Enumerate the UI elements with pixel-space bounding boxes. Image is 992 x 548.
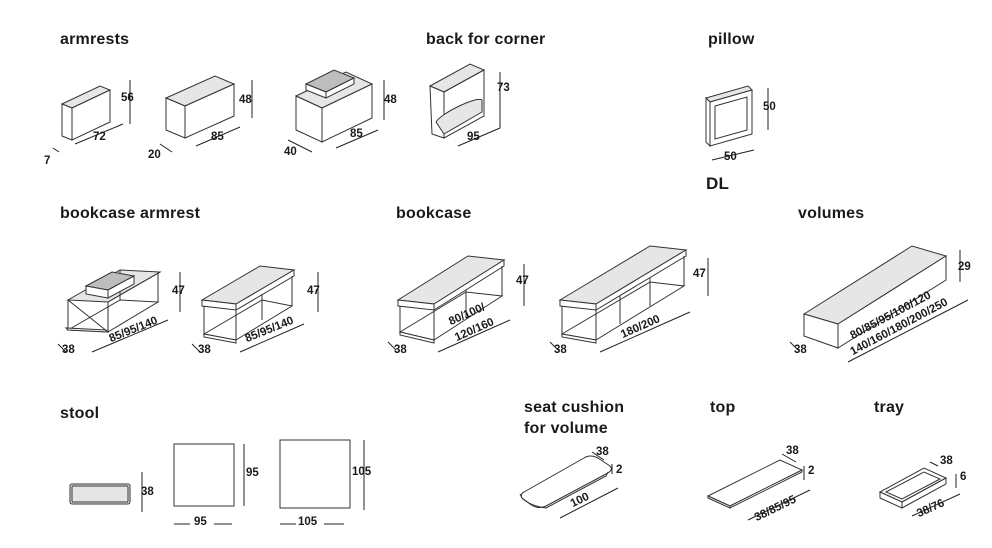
dim-stool3-width: 105 [298,516,318,528]
volumes-drawing [789,245,969,363]
dim-top-depth: 38 [786,445,799,457]
dim-seat-cushion-depth: 38 [596,446,609,458]
dim-seat-cushion-height: 2 [616,464,623,476]
dim-bookcase-armrest1-height: 47 [172,285,185,297]
title-volumes: volumes [798,205,865,222]
title-tray: tray [874,399,905,416]
dim-bookcase-armrest2-depth: 38 [198,344,211,356]
title-bookcase: bookcase [396,205,472,222]
dim-stool2-side: 95 [246,467,259,479]
dim-bookcase2-height: 47 [693,268,706,280]
dim-pillow-width: 50 [724,151,737,163]
dim-armrest3-depth: 40 [284,146,297,158]
dim-armrest2-depth: 20 [148,149,161,161]
dim-armrest1-height: 56 [121,92,134,104]
title-seat-cushion-line2: for volume [524,420,608,437]
dim-armrest1-depth: 7 [44,155,51,167]
dim-back-corner-height: 73 [497,82,510,94]
title-armrests: armrests [60,31,130,48]
dim-bookcase-armrest2-height: 47 [307,285,320,297]
dim-armrest3-height: 48 [384,94,397,106]
dim-tray-depth: 38 [940,455,953,467]
armrest-medium-drawing [159,75,253,153]
title-top: top [710,399,736,416]
bookcase-drawing-2 [549,245,709,353]
back-for-corner-drawing [428,63,501,147]
pillow-drawing [705,85,769,161]
dim-stool1-height: 38 [141,486,154,498]
dim-bookcase-armrest1-depth: 38 [62,344,75,356]
dim-stool2-width: 95 [194,516,207,528]
pillow-note-dl: DL [706,174,730,193]
dim-bookcase1-height: 47 [516,275,529,287]
bookcase-drawing-1 [387,255,525,353]
dim-armrest3-width: 85 [350,128,363,140]
dim-bookcase2-depth: 38 [554,344,567,356]
stool-side-drawing [69,472,143,512]
title-seat-cushion-line1: seat cushion [524,399,625,416]
stool-top-drawing-105 [279,439,365,525]
dim-armrest2-width: 85 [211,131,224,143]
dim-tray-height: 6 [960,471,967,483]
title-pillow: pillow [708,31,755,48]
dim-volumes-height: 29 [958,261,971,273]
tray-drawing [878,461,961,517]
stool-top-drawing-95 [173,443,245,525]
armrest-deep-drawing [287,69,385,153]
dim-armrest1-width: 72 [93,131,106,143]
dim-pillow-height: 50 [763,101,776,113]
bookcase-armrest-drawing-1 [57,269,181,353]
top-drawing [706,453,811,521]
title-bookcase-armrest: bookcase armrest [60,205,201,222]
dim-top-height: 2 [808,465,815,477]
dim-volumes-depth: 38 [794,344,807,356]
dim-stool3-side: 105 [352,466,372,478]
title-back-for-corner: back for corner [426,31,546,48]
title-stool: stool [60,405,100,422]
dim-back-corner-width: 95 [467,131,480,143]
dim-bookcase1-depth: 38 [394,344,407,356]
seat-cushion-drawing [519,451,619,519]
armrest-thin-drawing [52,80,131,153]
dim-armrest2-height: 48 [239,94,252,106]
bookcase-armrest-drawing-2 [191,265,319,353]
